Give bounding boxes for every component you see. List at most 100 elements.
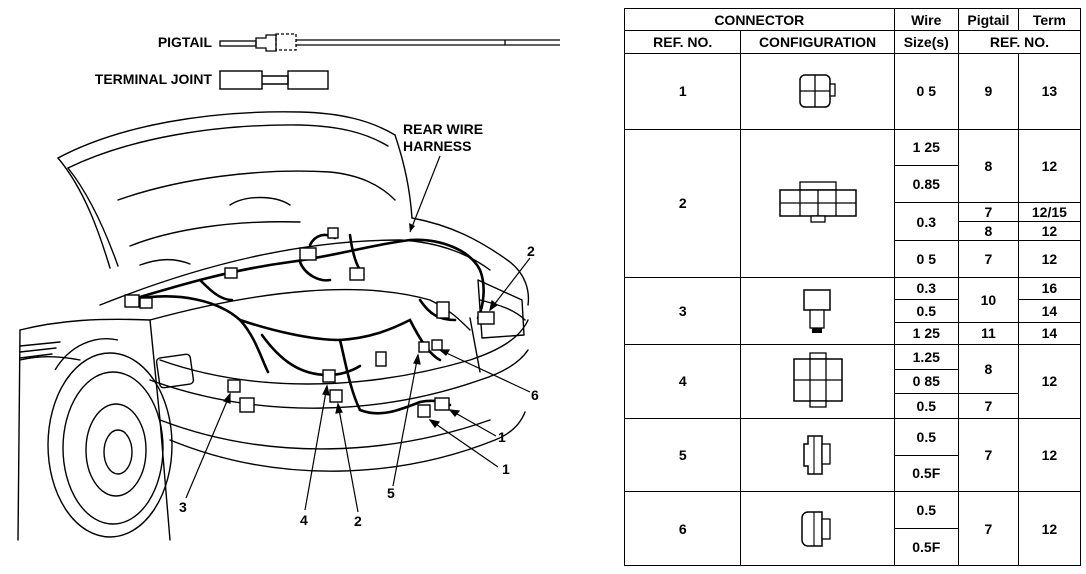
ref-no-cell: 3 [623,276,742,346]
wire-size-cell: 1.25 [893,344,959,370]
harness-connectors [124,227,495,418]
pigtail-cell: 7 [957,417,1019,493]
table-row: 2 1 25 8 12 [623,128,1082,278]
harness-leader [409,155,441,233]
connector-4-icon [792,352,843,409]
term-cell: 13 [1017,52,1082,130]
wire-harness [128,233,485,415]
term-value: 12/15 [1031,204,1067,221]
header-wire: Wire [893,7,959,32]
table-row: 0.5F [625,528,1081,566]
pigtail-label: PIGTAIL [158,34,213,50]
callout-3: 3 [179,499,187,515]
connector-6-icon [800,510,831,547]
ref-no-cell: 1 [623,52,742,130]
wire-size-cell: 0.3 [893,202,959,241]
rear-harness-label: REAR WIRE [403,121,483,137]
table-row: 0.5 14 [625,299,1082,323]
pigtail-cell: 8 [957,344,1019,395]
wire-size-cell: 0.85 [893,165,959,204]
wire-size-cell: 0.5 [893,299,959,323]
ref-no-cell: 6 [623,491,742,566]
header-pigtail: Pigtail [957,7,1019,32]
config-cell [740,276,895,346]
table-row: 0 85 [625,368,1081,395]
callout-4: 4 [300,512,308,528]
pigtail-value: 7 [984,204,993,221]
table-row: 3 0.3 10 16 [623,276,1082,346]
table-header-row: CONNECTOR Wire Pigtail Term [624,7,1082,32]
wire-size-cell: 0 5 [893,52,959,130]
config-cell [740,344,895,419]
term-cell: 12/15 12 [1017,202,1082,241]
pigtail-cell: 9 [957,52,1019,130]
pigtail-cell: 8 [957,128,1019,204]
term-value: 12 [1018,221,1080,240]
wire-size-cell: 0 5 [893,239,959,278]
connector-1-icon [798,74,836,109]
harness-diagram: PIGTAIL TERMINAL JOINT REAR WIRE HARNESS [17,33,560,541]
wire-size-cell: 0 85 [893,368,959,395]
terminal-joint-label: TERMINAL JOINT [95,71,213,87]
term-cell: 12 [1017,417,1082,493]
callout-6: 6 [531,387,539,403]
rear-harness-label-2: HARNESS [403,138,471,154]
header-wire-sizes: Size(s) [893,30,959,54]
table-row: 0.5F [625,454,1081,493]
wire-size-cell: 0.5F [893,454,959,493]
callout-5: 5 [387,485,395,501]
wire-size-cell: 1 25 [893,321,959,346]
callout-2b: 2 [354,513,362,529]
callout-2a: 2 [527,243,535,259]
pigtail-value: 8 [958,221,1018,240]
callout-1a: 1 [498,429,506,445]
wheel-icon [47,338,173,538]
header-term: Term [1017,7,1082,32]
config-cell [740,491,895,566]
callout-1b: 1 [502,461,510,477]
pigtail-cell: 7 8 [957,202,1019,241]
pigtail-cell: 7 [957,393,1019,419]
wire-size-cell: 0.5 [893,393,959,419]
table-row: 5 0.5 7 12 [623,417,1082,493]
header-connector: CONNECTOR [624,7,895,32]
term-cell: 16 [1017,276,1082,301]
pigtail-cell: 10 [957,276,1019,323]
wire-size-cell: 0.5F [893,528,959,566]
connector-3-icon [802,289,831,333]
table-row: 1 0 5 9 13 [623,52,1082,130]
table-subheader-row: REF. NO. CONFIGURATION Size(s) REF. NO. [623,30,1082,54]
wire-size-cell: 0.5 [893,417,959,456]
pigtail-icon [219,33,560,52]
ref-no-cell: 5 [623,417,742,493]
header-ref-no-2: REF. NO. [957,30,1082,54]
wire-size-cell: 0.3 [893,276,959,301]
table-row: 1 25 11 14 [625,321,1082,346]
wire-size-cell: 0.5 [893,491,959,530]
ref-no-cell: 4 [623,344,742,419]
pigtail-cell: 11 [957,321,1019,346]
wire-size-cell: 1 25 [893,128,959,167]
config-cell [740,52,895,130]
connector-table: CONNECTOR Wire Pigtail Term REF. NO. CON… [623,7,1082,566]
table-row: 0.85 [625,165,1081,204]
term-cell: 12 [1017,239,1082,278]
term-cell: 14 [1017,299,1082,323]
car-body [17,111,530,541]
table-row: 6 0.5 7 12 [623,491,1082,566]
callout-leaders [185,257,531,513]
pigtail-cell: 7 [957,491,1019,566]
term-cell: 12 [1017,344,1082,419]
term-cell: 14 [1017,321,1082,346]
config-cell [740,128,895,278]
header-ref-no: REF. NO. [623,30,742,54]
term-cell: 12 [1017,128,1082,204]
table-row: 0 5 7 12 [625,239,1082,278]
connector-2-icon [778,181,857,223]
terminal-joint-icon [219,70,329,90]
connector-5-icon [802,435,831,475]
term-cell: 12 [1017,491,1082,566]
table-row: 0.3 7 8 12/15 12 [625,202,1082,241]
table-row: 4 1.25 8 12 [623,344,1082,419]
header-configuration: CONFIGURATION [740,30,895,54]
